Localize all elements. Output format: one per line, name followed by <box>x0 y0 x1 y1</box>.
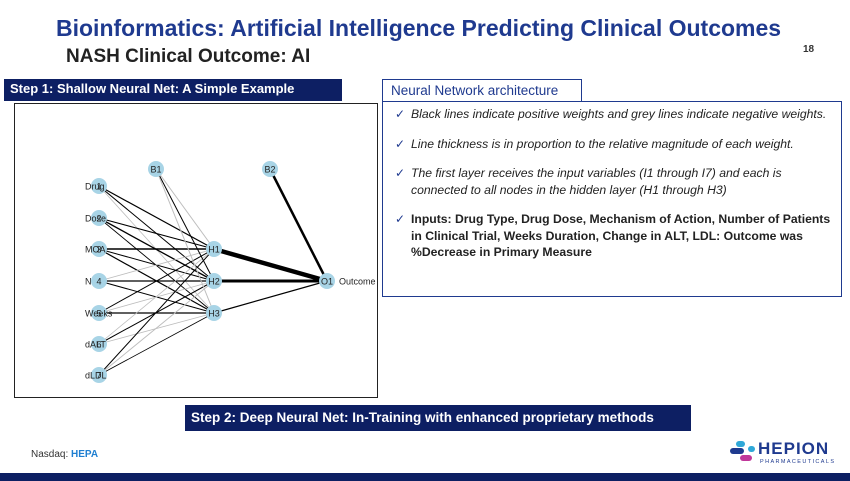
input-node <box>91 305 107 321</box>
input-node-id: 4 <box>96 277 101 287</box>
hidden-node <box>206 241 222 257</box>
bias-node <box>148 161 164 177</box>
connection-line <box>98 248 215 314</box>
step1-banner: Step 1: Shallow Neural Net: A Simple Exa… <box>4 79 342 101</box>
hidden-node <box>206 273 222 289</box>
input-label: dALT <box>85 340 106 350</box>
bias-node-id: B2 <box>264 165 275 175</box>
input-node <box>91 336 107 352</box>
bias-node <box>262 161 278 177</box>
footer-label: Nasdaq: <box>31 449 69 460</box>
step2-banner: Step 2: Deep Neural Net: In-Training wit… <box>185 405 691 431</box>
check-icon: ✓ <box>395 107 406 121</box>
input-label: Weeks <box>85 309 113 319</box>
connection-line <box>98 312 215 376</box>
slide-subtitle: NASH Clinical Outcome: AI <box>66 46 311 67</box>
company-logo: HEPION PHARMACEUTICALS <box>728 438 840 468</box>
logo-mark-icon <box>730 441 755 461</box>
connection-line <box>98 280 215 376</box>
connection-line <box>98 248 215 282</box>
hidden-node-id: H3 <box>208 309 220 319</box>
nn-bullet: ✓ The first layer receives the input vari… <box>395 165 833 198</box>
nn-bullet: ✓ Inputs: Drug Type, Drug Dose, Mechanism… <box>395 211 833 261</box>
input-node <box>91 273 107 289</box>
bottom-bar <box>0 473 850 481</box>
page-number: 18 <box>803 44 815 55</box>
nn-architecture-header: Neural Network architecture <box>382 79 582 101</box>
hidden-node-id: H2 <box>208 277 220 287</box>
check-icon: ✓ <box>395 136 406 151</box>
nn-bullet-list: ✓ Black lines indicate positive weights a… <box>383 102 841 261</box>
nn-bullet: ✓ Black lines indicate positive weights a… <box>395 106 833 123</box>
check-icon: ✓ <box>395 166 406 180</box>
input-label: Dose <box>85 214 106 224</box>
input-node-id: 2 <box>96 214 101 224</box>
connection-line <box>155 168 215 250</box>
check-icon: ✓ <box>395 212 406 226</box>
bullet-text: Inputs: Drug Type, Drug Dose, Mechanism … <box>411 212 831 259</box>
logo-tagline: PHARMACEUTICALS <box>760 459 836 465</box>
footer-nasdaq: Nasdaq: HEPA <box>31 449 98 460</box>
hidden-node-id: H1 <box>208 245 220 255</box>
connection-line <box>213 280 328 314</box>
input-node <box>91 178 107 194</box>
input-label: MOA <box>85 245 106 255</box>
connection-line <box>98 248 215 345</box>
footer-ticker: HEPA <box>71 449 99 460</box>
input-node-id: 7 <box>96 371 101 381</box>
input-node-id: 5 <box>96 309 101 319</box>
nn-architecture-panel: ✓ Black lines indicate positive weights a… <box>382 101 842 297</box>
connection-line <box>98 185 215 250</box>
input-node-id: 3 <box>96 245 101 255</box>
connection-line <box>268 168 329 282</box>
connection-line <box>213 246 328 284</box>
bullet-text: Black lines indicate positive weights an… <box>411 107 827 121</box>
connection-line <box>155 168 215 314</box>
hidden-node <box>206 305 222 321</box>
connection-line <box>98 248 215 376</box>
input-node <box>91 241 107 257</box>
input-node <box>91 367 107 383</box>
bullet-text: The first layer receives the input varia… <box>411 166 782 197</box>
output-node-id: O1 <box>321 277 333 287</box>
bias-node-id: B1 <box>150 165 161 175</box>
bullet-text: Line thickness is in proportion to the r… <box>411 136 794 151</box>
connection-line <box>155 168 215 282</box>
input-label: N <box>85 277 92 287</box>
output-node <box>319 273 335 289</box>
connection-line <box>98 217 215 250</box>
input-node-id: 1 <box>96 182 101 192</box>
nn-bullet: ✓ Line thickness is in proportion to the … <box>395 136 833 153</box>
input-label: Drug <box>85 182 105 192</box>
logo-name: HEPION <box>758 439 830 458</box>
slide-title: Bioinformatics: Artificial Intelligence … <box>56 15 782 41</box>
input-node-id: 6 <box>96 340 101 350</box>
output-label: Outcome <box>339 277 376 287</box>
input-label: dLDL <box>85 371 107 381</box>
input-node <box>91 210 107 226</box>
